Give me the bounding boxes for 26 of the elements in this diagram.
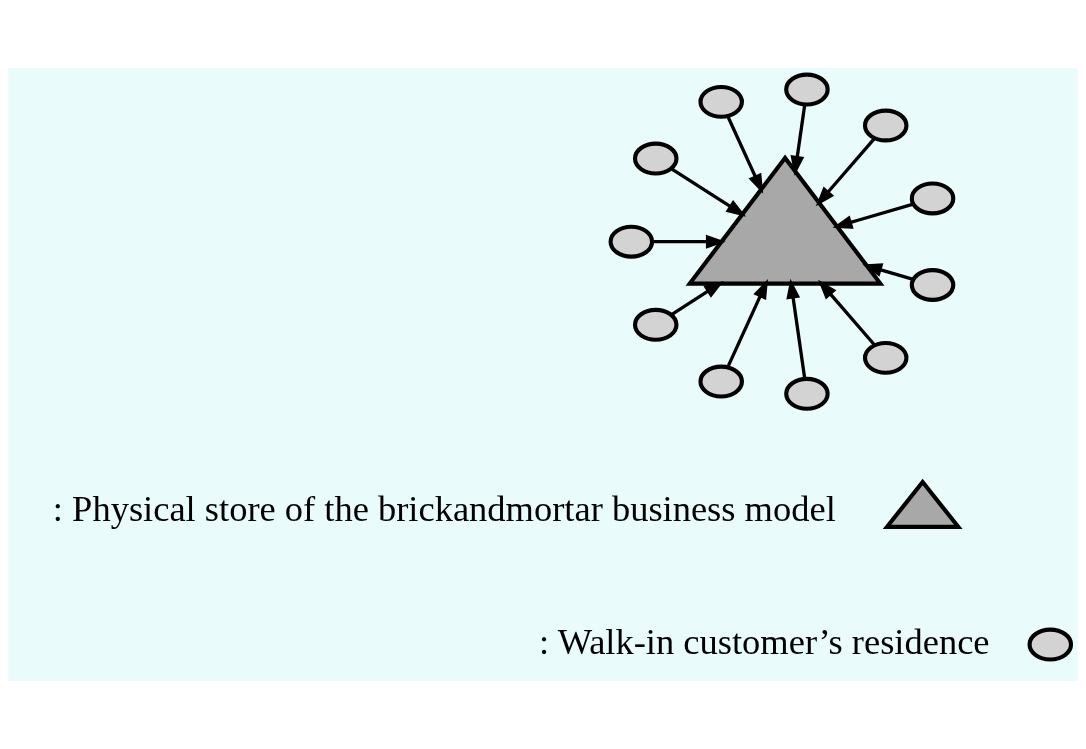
arrow (818, 279, 876, 347)
node-circle (632, 307, 679, 342)
arrow (652, 234, 726, 249)
arrow (786, 278, 807, 379)
node-circle (632, 141, 679, 176)
node-circle (698, 84, 744, 119)
node-circle (698, 364, 744, 399)
node-circle (784, 72, 830, 107)
arrow (832, 202, 914, 229)
node-circle (1027, 627, 1074, 662)
arrow (815, 137, 876, 207)
node-circle (784, 376, 830, 411)
arrow (670, 280, 724, 316)
arrow (726, 115, 764, 194)
arrow (726, 279, 768, 368)
arrow (670, 167, 747, 217)
arrow (790, 104, 807, 176)
legend-label: : Physical store of the brickandmortar business model (52, 489, 836, 530)
node-circle (909, 268, 956, 302)
arrow (862, 263, 914, 281)
legend-label: : Walk-in customer’s residence (539, 621, 990, 662)
node-circle (608, 224, 655, 259)
node-circle (862, 108, 909, 143)
node-circle (909, 181, 956, 216)
node-triangle (882, 478, 963, 529)
node-circle (862, 340, 909, 375)
